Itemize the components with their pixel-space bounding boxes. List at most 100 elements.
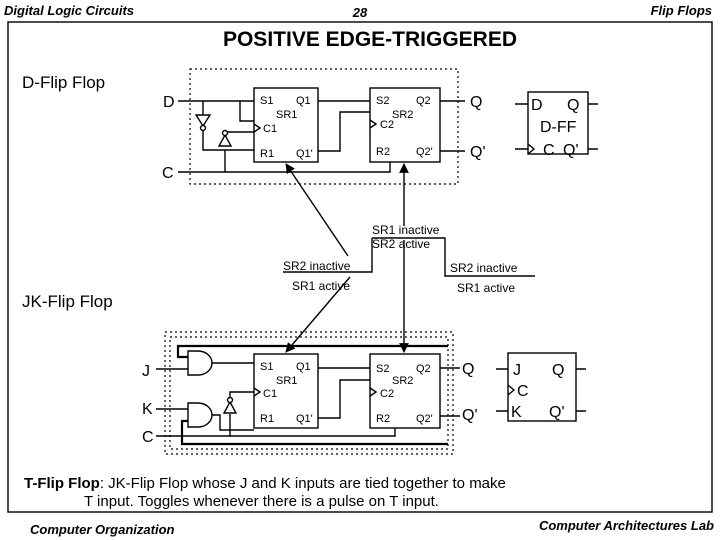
slide-frame	[7, 21, 713, 513]
slide-footer: Computer Organization Computer Architect…	[30, 518, 714, 537]
d-sr2-latch	[369, 87, 441, 163]
annotation-left-line1: SR2 inactive	[283, 259, 351, 273]
jk-sr2-c: C2	[380, 388, 394, 400]
d-flip-flop-diagram: D-Flip Flop D C S1 Q1 SR1 C1 R1 Q1' S2 Q…	[22, 68, 598, 185]
jk-ff-symbol-qn: Q'	[549, 404, 565, 421]
arrow-to-d-sr1-clock	[285, 163, 349, 257]
d-sr1-clock-triangle	[253, 123, 262, 133]
jk-ff-symbol-box	[507, 352, 577, 422]
jk-flip-flop-diagram: JK-Flip Flop J K C S1 Q1 SR1 C1 R1 Q1' S…	[22, 292, 586, 455]
d-sr1-q: Q1	[296, 95, 311, 107]
annotation-right-line2: SR1 active	[457, 281, 515, 295]
d-ff-symbol-box	[527, 91, 589, 155]
d-ff-symbol-qn: Q'	[563, 142, 579, 159]
footer-left: Computer Organization	[30, 522, 175, 537]
d-sr1-c: C1	[263, 123, 277, 135]
d-output-q: Q	[470, 94, 482, 111]
jk-sr1-clock-triangle	[253, 387, 262, 397]
jk-sr1-name: SR1	[276, 375, 297, 387]
header-right: Flip Flops	[651, 3, 712, 18]
annotation-right-line1: SR2 inactive	[450, 261, 518, 275]
jk-sr2-r: R2	[376, 413, 390, 425]
jk-clock-inverter-gate	[222, 400, 238, 414]
d-ff-symbol: D Q D-FF C Q'	[515, 91, 598, 159]
jk-sr1-c: C1	[263, 388, 277, 400]
jk-sr2-q: Q2	[416, 363, 431, 375]
jk-output-q: Q	[462, 361, 474, 378]
jk-sr1-latch	[253, 353, 319, 429]
d-ff-symbol-d: D	[531, 97, 543, 114]
jk-sr1-s: S1	[260, 361, 273, 373]
jk-ff-symbol: J Q C K Q'	[496, 352, 586, 422]
d-sr1-r: R1	[260, 148, 274, 160]
jk-ff-symbol-pins	[496, 368, 586, 412]
jk-inverted-clock-wire	[229, 391, 258, 397]
t-flip-flop-description: T-Flip Flop: JK-Flip Flop whose J and K …	[24, 475, 506, 510]
header-left: Digital Logic Circuits	[4, 3, 134, 18]
d-sr2-q: Q2	[416, 95, 431, 107]
timing-annotations: SR1 inactive SR2 active SR2 inactive SR1…	[283, 163, 535, 353]
d-ff-dashed-boundary	[189, 68, 459, 185]
d-ff-symbol-c: C	[543, 142, 555, 159]
jk-sr1-to-sr2-wires	[318, 367, 370, 419]
jk-sr2-latch	[369, 353, 441, 429]
jk-output-wires	[440, 367, 460, 417]
d-flip-flop-heading: D-Flip Flop	[22, 73, 105, 92]
d-output-qn: Q'	[470, 144, 486, 161]
jk-sr2-qn: Q2'	[416, 413, 433, 425]
d-sr1-name: SR1	[276, 109, 297, 121]
jk-output-qn: Q'	[462, 407, 478, 424]
jk-ff-symbol-j: J	[513, 362, 521, 379]
d-sr2-qn: Q2'	[416, 146, 433, 158]
jk-sr1-r: R1	[260, 413, 274, 425]
d-sr1-qn: Q1'	[296, 148, 313, 160]
d-sr1-to-sr2-wires	[318, 100, 370, 152]
d-ff-symbol-name: D-FF	[540, 119, 577, 136]
d-inverted-wire	[202, 130, 254, 151]
jk-sr2-name: SR2	[392, 375, 413, 387]
d-sr1-latch	[253, 87, 319, 163]
jk-sr1-q: Q1	[296, 361, 311, 373]
d-input-wire	[178, 100, 254, 122]
jk-feedback-q-to-k	[180, 419, 448, 446]
annotation-top-line2: SR2 active	[372, 237, 430, 251]
jk-ff-symbol-q: Q	[552, 362, 564, 379]
d-clock-inverter-bubble	[221, 129, 229, 137]
arrow-to-jk-sr1-clock	[285, 276, 351, 353]
d-sr2-s: S2	[376, 95, 389, 107]
annotation-left-line2: SR1 active	[292, 279, 350, 293]
d-sr2-r: R2	[376, 146, 390, 158]
footer-right: Computer Architectures Lab	[539, 518, 714, 533]
jk-c-input-label: C	[142, 429, 154, 446]
jk-ff-symbol-c: C	[517, 383, 529, 400]
jk-ff-symbol-k: K	[511, 404, 522, 421]
j-input-label: J	[142, 363, 150, 380]
jk-gate-output-wires	[212, 362, 254, 431]
slide-title: POSITIVE EDGE-TRIGGERED	[223, 28, 517, 51]
jk-sr2-clock-triangle	[369, 387, 378, 397]
jk-jk-input-wires	[156, 368, 188, 410]
jk-sr2-s: S2	[376, 363, 389, 375]
d-inverter-bubble	[199, 124, 207, 132]
d-ff-symbol-clock-triangle	[527, 143, 536, 155]
d-clock-inverter-gate	[217, 133, 233, 147]
jk-and-gate-k	[187, 402, 213, 428]
tff-description-line1: T-Flip Flop: JK-Flip Flop whose J and K …	[24, 475, 506, 492]
d-sr2-clock-triangle	[369, 119, 378, 129]
page-number: 28	[352, 5, 368, 20]
d-sr1-s: S1	[260, 95, 273, 107]
d-sr2-name: SR2	[392, 109, 413, 121]
tff-description-line1-text: : JK-Flip Flop whose J and K inputs are …	[100, 475, 506, 492]
d-sr2-c: C2	[380, 119, 394, 131]
jk-feedback-qn-to-j	[176, 344, 448, 359]
annotation-bracket	[283, 237, 535, 277]
slide-header: Digital Logic Circuits 28 Flip Flops	[4, 3, 712, 20]
tff-description-line2: T input. Toggles whenever there is a pul…	[84, 493, 439, 510]
d-inverter-gate	[194, 114, 212, 128]
annotation-top-line1: SR1 inactive	[372, 223, 440, 237]
jk-sr1-qn: Q1'	[296, 413, 313, 425]
d-output-wires	[440, 100, 465, 152]
jk-clock-inverter-bubble	[226, 396, 234, 404]
d-input-label: D	[163, 94, 175, 111]
